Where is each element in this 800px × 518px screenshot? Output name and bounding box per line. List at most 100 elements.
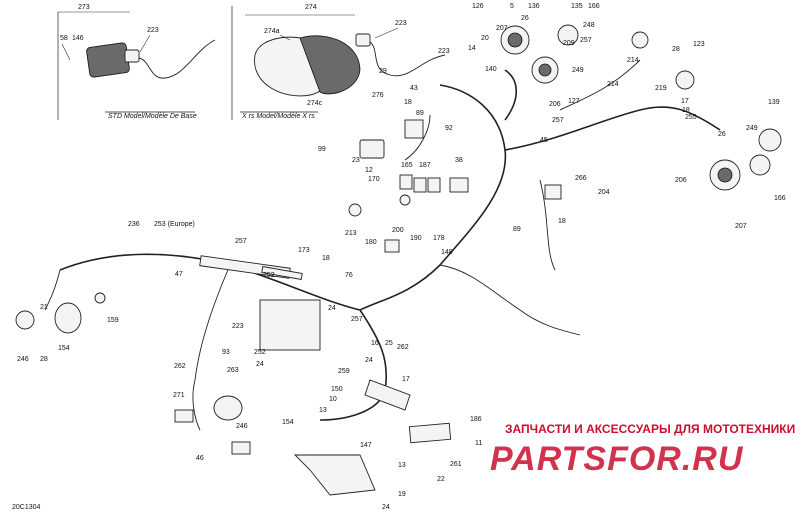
callout-246: 246 <box>236 423 248 430</box>
connector-xrs <box>355 33 371 47</box>
callout-262: 262 <box>174 363 186 370</box>
callout-223: 223 <box>232 323 244 330</box>
callout-190: 190 <box>410 235 422 242</box>
callout-266: 266 <box>575 175 587 182</box>
callout-24: 24 <box>256 361 264 368</box>
wire-223-std <box>138 39 216 79</box>
callout-76: 76 <box>345 272 353 279</box>
callout-253-europe-: 253 (Europe) <box>154 221 195 228</box>
callout-180: 180 <box>365 239 377 246</box>
callout-178: 178 <box>433 235 445 242</box>
harness-rear <box>319 309 388 421</box>
callout-223-xrs: 223 <box>395 20 407 27</box>
callout-173: 173 <box>298 247 310 254</box>
callout-38: 38 <box>455 157 463 164</box>
harness-223-right <box>439 264 581 336</box>
callout-223: 223 <box>0 0 12 2</box>
ecm-93 <box>259 299 321 351</box>
wire-89 <box>539 179 556 271</box>
callout-214: 214 <box>607 81 619 88</box>
gauge-cluster-std <box>86 42 130 78</box>
plate-light-147 <box>408 422 452 444</box>
callout-11: 11 <box>475 440 482 447</box>
callout-99: 99 <box>318 146 326 153</box>
callout-19: 19 <box>398 491 406 498</box>
wire-223-xrs <box>369 41 446 77</box>
callout-14: 14 <box>468 45 476 52</box>
callout-25: 25 <box>385 340 393 347</box>
ring-139 <box>758 128 782 152</box>
callout-58: 58 <box>60 35 68 42</box>
callout-209: 209 <box>563 40 575 47</box>
callout-24: 24 <box>328 305 336 312</box>
caption-xrs-model: X rs Model/Modèle X rs <box>241 113 315 120</box>
harness-top-branch <box>504 69 518 121</box>
callout-26: 26 <box>718 131 726 138</box>
harness-trunk <box>359 84 507 311</box>
callout-140: 140 <box>485 66 497 73</box>
callout-18: 18 <box>404 99 412 106</box>
callout-139: 139 <box>768 99 780 106</box>
bulb-159 <box>94 292 106 304</box>
connector-180 <box>384 239 400 253</box>
callout-252: 252 <box>263 272 275 279</box>
callout-10: 10 <box>329 396 337 403</box>
callout-252: 252 <box>254 349 266 356</box>
callout-18: 18 <box>682 107 690 114</box>
callout-89: 89 <box>416 110 424 117</box>
callout-135: 135 <box>571 3 583 10</box>
callout-261: 261 <box>450 461 462 468</box>
sensor-213 <box>348 203 362 217</box>
callout-166: 166 <box>588 3 600 10</box>
callout-166: 166 <box>774 195 786 202</box>
callout-123: 123 <box>693 41 705 48</box>
callout-187: 187 <box>419 162 431 169</box>
callout-18: 18 <box>322 255 330 262</box>
callout-26: 26 <box>521 15 529 22</box>
ring-166-right <box>749 154 771 176</box>
callout-43: 43 <box>410 85 418 92</box>
inset-std-model: 273 58 146 223 STD Model/Modèle De Base <box>57 4 216 120</box>
module-266 <box>544 184 562 200</box>
bracket-261 <box>293 454 376 496</box>
callout-28: 28 <box>672 46 680 53</box>
bracket-10 <box>364 379 411 411</box>
callout-29: 29 <box>379 68 387 75</box>
callout-257: 257 <box>552 117 564 124</box>
switch-23 <box>359 139 385 159</box>
bulb-ring-26 <box>557 24 579 46</box>
callout-236: 236 <box>128 221 140 228</box>
light-154-rear <box>174 409 194 423</box>
callout-150: 150 <box>331 386 343 393</box>
callout-22: 22 <box>437 476 445 483</box>
callout-5: 5 <box>510 3 514 10</box>
wire-263 <box>192 264 231 431</box>
callout-246: 246 <box>17 356 29 363</box>
callout-154: 154 <box>282 419 294 426</box>
callout-259: 259 <box>338 368 350 375</box>
light-246 <box>15 310 35 330</box>
callout-24: 24 <box>365 357 373 364</box>
callout-24: 24 <box>382 504 390 511</box>
fuse-block-178 <box>449 177 469 193</box>
callout-23: 23 <box>352 157 360 164</box>
callout-206: 206 <box>675 177 687 184</box>
socket-166 <box>631 31 649 49</box>
connector-std <box>124 49 140 63</box>
callout-165: 165 <box>401 162 413 169</box>
callout-148: 148 <box>441 249 453 256</box>
callout-16: 16 <box>371 340 379 347</box>
callout-159: 159 <box>107 317 119 324</box>
wire-upper-left <box>404 114 431 161</box>
wire-21 <box>44 269 61 311</box>
callout-126: 126 <box>472 3 484 10</box>
callout-263: 263 <box>227 367 239 374</box>
callout-257: 257 <box>580 37 592 44</box>
callout-13: 13 <box>398 462 406 469</box>
callout-92: 92 <box>445 125 453 132</box>
callout-207: 207 <box>496 25 508 32</box>
callout-136: 136 <box>528 3 540 10</box>
callout-146: 146 <box>72 35 84 42</box>
